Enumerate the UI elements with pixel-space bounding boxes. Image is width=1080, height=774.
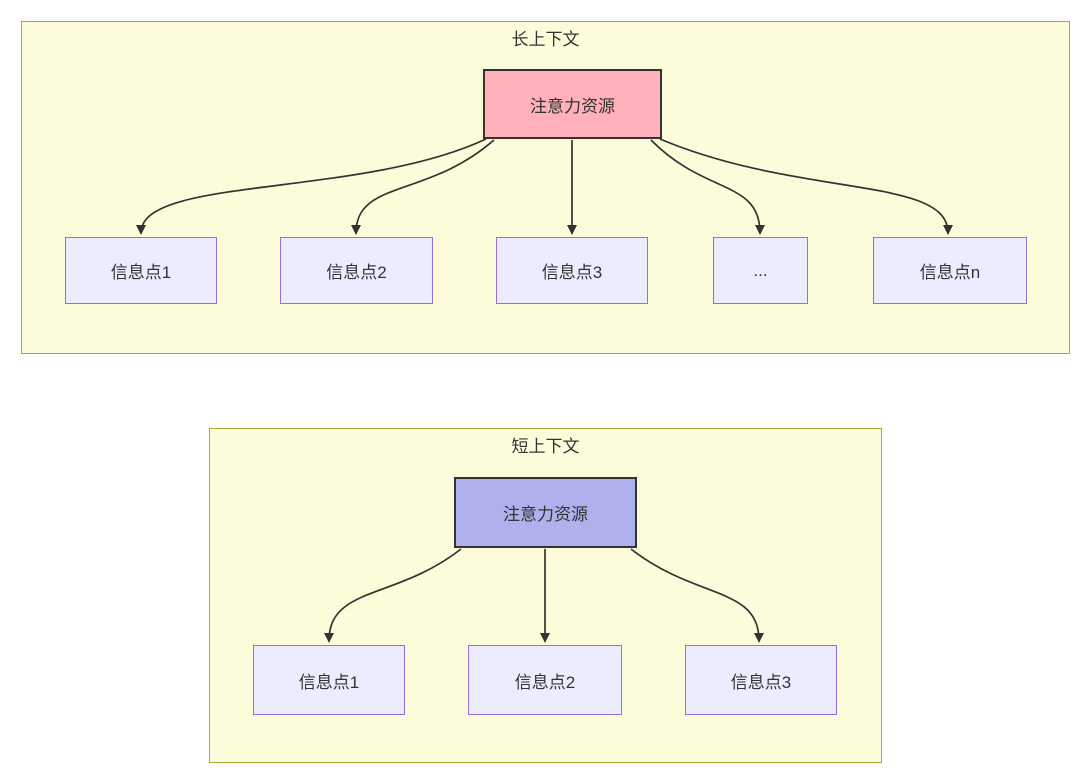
info-node-long-2: 信息点2 <box>280 237 433 304</box>
info-node-short-2: 信息点2 <box>468 645 622 715</box>
short-context-title: 短上下文 <box>511 437 580 456</box>
info-node-short-1: 信息点1 <box>253 645 405 715</box>
attention-resource-box-long: 注意力资源 <box>483 69 662 139</box>
info-node-long-3: 信息点3 <box>496 237 648 304</box>
info-node-long-n: 信息点n <box>873 237 1027 304</box>
info-node-short-3: 信息点3 <box>685 645 837 715</box>
attention-resource-box-short: 注意力资源 <box>454 477 637 548</box>
long-context-title: 长上下文 <box>511 30 580 49</box>
info-node-long-1: 信息点1 <box>65 237 217 304</box>
info-node-long-ellipsis: ... <box>713 237 808 304</box>
